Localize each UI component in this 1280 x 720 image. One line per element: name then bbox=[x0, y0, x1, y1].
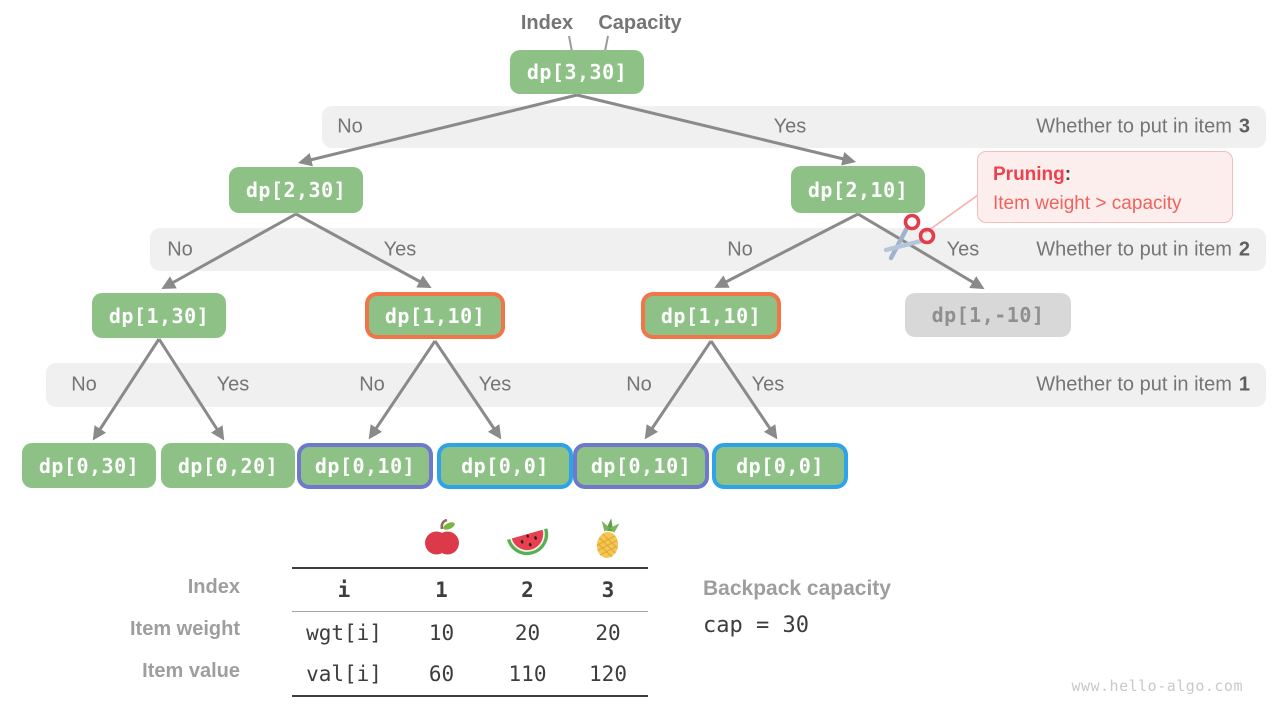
watermark: www.hello-algo.com bbox=[1071, 677, 1243, 695]
pruning-callout: Pruning: Item weight > capacity bbox=[977, 151, 1233, 223]
watermelon-icon bbox=[487, 515, 568, 568]
item-table: i 1 2 3 wgt[i] 10 20 20 val[i] 60 110 12… bbox=[292, 515, 648, 697]
band-option-no: No bbox=[626, 373, 652, 396]
decision-band-item-1: No Yes No Yes No Yes Whether to put in i… bbox=[46, 363, 1266, 407]
pruning-title: Pruning bbox=[993, 164, 1065, 185]
band-option-no: No bbox=[337, 115, 363, 138]
node-dp-2-30: dp[2,30] bbox=[229, 167, 363, 213]
pineapple-icon bbox=[568, 515, 648, 568]
backpack-capacity-label: Backpack capacity bbox=[703, 577, 891, 600]
caption-item-value: Item value bbox=[142, 660, 240, 682]
node-dp-0-10-highlighted: dp[0,10] bbox=[573, 443, 709, 489]
caption-index: Index bbox=[187, 576, 240, 598]
band-option-yes: Yes bbox=[216, 373, 250, 396]
node-dp-2-10: dp[2,10] bbox=[791, 166, 925, 213]
value-row: val[i] 60 110 120 bbox=[292, 653, 648, 697]
node-dp-0-0-highlighted: dp[0,0] bbox=[437, 443, 573, 489]
node-dp-0-20: dp[0,20] bbox=[161, 443, 295, 488]
weight-row: wgt[i] 10 20 20 bbox=[306, 620, 621, 645]
node-dp-0-30: dp[0,30] bbox=[22, 443, 156, 488]
band-option-no: No bbox=[167, 238, 193, 260]
node-dp-1-30: dp[1,30] bbox=[92, 293, 226, 338]
index-label: Index bbox=[520, 12, 574, 34]
capacity-label: Capacity bbox=[598, 12, 682, 34]
node-dp-1-10-highlighted: dp[1,10] bbox=[641, 292, 781, 339]
band-option-yes: Yes bbox=[751, 373, 785, 396]
band-option-no: No bbox=[359, 373, 385, 396]
caption-item-weight: Item weight bbox=[129, 618, 240, 640]
band-option-yes: Yes bbox=[773, 115, 807, 138]
band-option-yes: Yes bbox=[946, 238, 980, 260]
node-dp-3-30: dp[3,30] bbox=[510, 50, 644, 94]
band-option-yes: Yes bbox=[383, 238, 417, 260]
backpack-capacity-value: cap = 30 bbox=[703, 613, 809, 638]
band-option-yes: Yes bbox=[478, 373, 512, 396]
node-dp-1-neg10-pruned: dp[1,-10] bbox=[905, 293, 1071, 337]
node-dp-1-10-highlighted: dp[1,10] bbox=[365, 292, 505, 339]
node-dp-0-0-highlighted: dp[0,0] bbox=[712, 443, 848, 489]
apple-icon bbox=[396, 515, 487, 568]
band-option-no: No bbox=[727, 238, 753, 260]
band-option-no: No bbox=[71, 373, 97, 396]
node-dp-0-10-highlighted: dp[0,10] bbox=[297, 443, 433, 489]
pruning-description: Item weight > capacity bbox=[993, 193, 1182, 214]
index-row: i 1 2 3 bbox=[292, 567, 648, 612]
fruit-header-row bbox=[292, 515, 648, 568]
